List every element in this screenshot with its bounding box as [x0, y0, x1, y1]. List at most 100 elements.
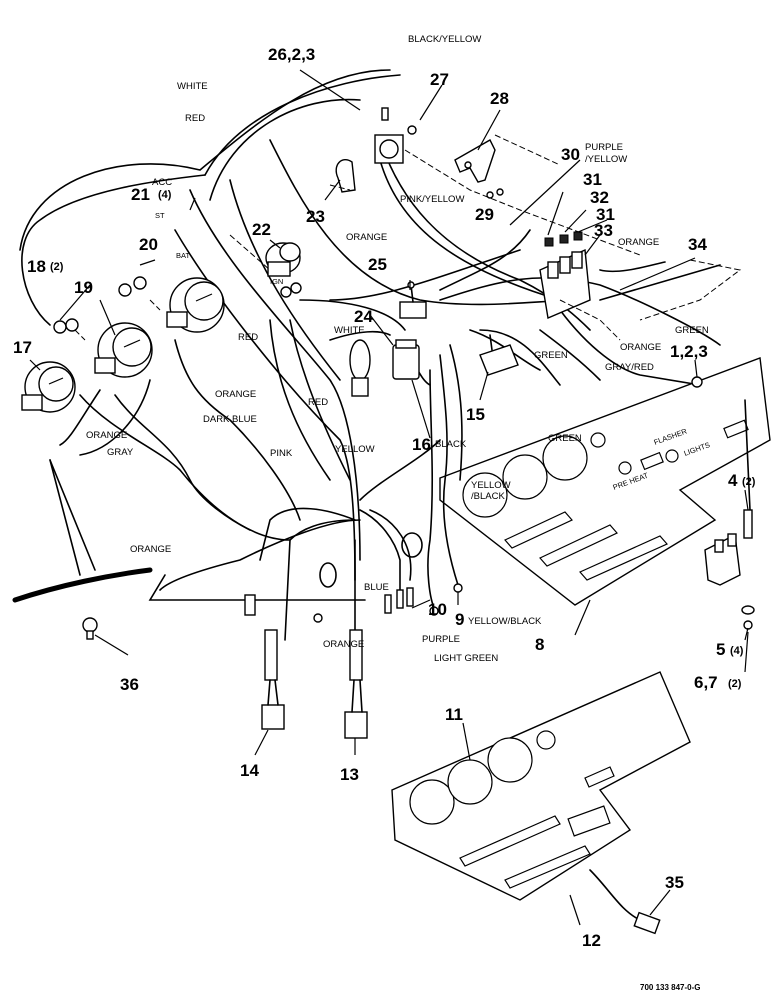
callout-1-2-3: 1,2,3 [670, 342, 708, 361]
callout-14: 14 [240, 761, 259, 780]
callout-33: 33 [594, 221, 613, 240]
label-yellow: YELLOW [335, 444, 375, 455]
callout-16: 16 [412, 435, 431, 454]
callout-34: 34 [688, 235, 707, 254]
wiring-harness [19, 69, 721, 641]
label-ign: IGN [270, 277, 283, 286]
label-orange-top: ORANGE [346, 232, 387, 243]
lamp-socket-ignition [280, 282, 302, 298]
label-dark-blue: DARK BLUE [203, 414, 257, 425]
gauge-lamp-sockets-18 [53, 276, 147, 334]
callout-5-qty: (4) [730, 645, 744, 657]
label-purple: PURPLE [585, 142, 623, 153]
ignition-switch-22 [265, 242, 301, 277]
callout-22: 22 [252, 220, 271, 239]
label-green-right: GREEN [675, 325, 709, 336]
callout-8: 8 [535, 635, 544, 654]
callout-32: 32 [590, 188, 609, 207]
label-yellow-slash: /YELLOW [585, 154, 627, 165]
label-pink: PINK [270, 448, 293, 459]
toggle-switch-25 [399, 281, 427, 319]
label-orange-bottom: ORANGE [323, 639, 364, 650]
label-green-mid: GREEN [534, 350, 568, 361]
callout-21-qty: (4) [158, 189, 172, 201]
callout-numbers: 26,2,3 27 28 30 31 32 31 33 34 29 22 23 … [13, 45, 756, 950]
gauge-19 [94, 322, 153, 378]
gauge-20 [166, 277, 225, 333]
dashboard-edge [12, 459, 366, 603]
callout-35: 35 [665, 873, 684, 892]
dash-panel-plate [439, 357, 771, 606]
label-orange-mid: ORANGE [620, 342, 661, 353]
wire-color-labels: BLACK/YELLOW WHITE RED ACC ST BAT IGN PU… [86, 34, 709, 664]
callout-13: 13 [340, 765, 359, 784]
callout-28: 28 [490, 89, 509, 108]
panel-overlay-decal [391, 671, 691, 901]
callout-10: 10 [428, 600, 447, 619]
label-light-green: LIGHT GREEN [434, 653, 498, 664]
callout-4-qty: (2) [742, 476, 756, 488]
figure-reference: 700 133 847-0-G [640, 983, 701, 992]
wire-coils [319, 532, 423, 588]
label-purple: PURPLE [422, 634, 460, 645]
label-white-mid: WHITE [334, 325, 365, 336]
callout-9: 9 [455, 610, 464, 629]
harness-clip-23 [335, 159, 356, 193]
label-gray: GRAY [107, 447, 134, 458]
label-white-top: WHITE [177, 81, 208, 92]
callout-4: 4 [728, 471, 738, 490]
relay-block-33 [539, 231, 591, 319]
bulb-36 [82, 617, 98, 640]
wire-terminals [313, 583, 463, 623]
connector-13 [344, 629, 368, 739]
label-orange-lower: ORANGE [86, 430, 127, 441]
label-yellow-black-9: YELLOW/BLACK [468, 616, 542, 627]
callout-12: 12 [582, 931, 601, 950]
label-blue: BLUE [364, 582, 389, 593]
label-black: BLACK [435, 439, 467, 450]
callout-31-lower: 31 [596, 205, 615, 224]
callout-36: 36 [120, 675, 139, 694]
flasher-24 [392, 339, 420, 380]
callout-23: 23 [306, 207, 325, 226]
label-red-top: RED [185, 113, 205, 124]
callout-18-qty: (2) [50, 261, 64, 273]
label-red-mid: RED [238, 332, 258, 343]
callout-6-7-qty: (2) [728, 678, 742, 690]
label-yellow-black-2: /BLACK [471, 491, 505, 502]
callout-27: 27 [430, 70, 449, 89]
connector-27 [374, 107, 417, 164]
callout-15: 15 [466, 405, 485, 424]
callout-5: 5 [716, 640, 725, 659]
callout-17: 17 [13, 338, 32, 357]
label-green-low: GREEN [548, 433, 582, 444]
callout-29: 29 [475, 205, 494, 224]
callout-arrows [29, 69, 749, 926]
gauge-17 [21, 361, 76, 413]
label-orange-left: ORANGE [215, 389, 256, 400]
label-pink-yellow: PINK/YELLOW [400, 194, 464, 205]
switch-35 [589, 869, 661, 935]
label-orange-right: ORANGE [618, 237, 659, 248]
panel-light-socket [691, 376, 755, 630]
callout-6-7: 6,7 [694, 673, 718, 692]
callout-20: 20 [139, 235, 158, 254]
callout-24: 24 [354, 307, 373, 326]
callout-19: 19 [74, 278, 93, 297]
callout-30: 30 [561, 145, 580, 164]
rocker-switch-15 [479, 334, 519, 376]
label-orange-long: ORANGE [130, 544, 171, 555]
callout-26-2-3: 26,2,3 [268, 45, 315, 64]
label-acc: ACC [152, 177, 172, 188]
callout-11: 11 [445, 705, 463, 724]
label-yellow-black-1: YELLOW [471, 480, 511, 491]
callout-31-upper: 31 [583, 170, 602, 189]
callout-25: 25 [368, 255, 387, 274]
label-black-yellow: BLACK/YELLOW [408, 34, 481, 45]
pilot-lamp-16 [349, 339, 371, 397]
label-red-low: RED [308, 397, 328, 408]
label-gray-red: GRAY/RED [605, 362, 654, 373]
label-bat: BAT [176, 251, 190, 260]
bracket-28 [454, 139, 504, 199]
